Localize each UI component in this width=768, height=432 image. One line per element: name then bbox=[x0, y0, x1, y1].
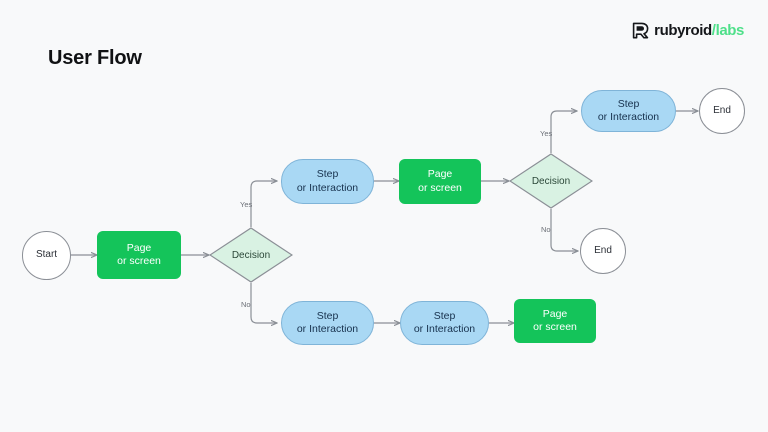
node-step-top-2[interactable]: Step or Interaction bbox=[581, 90, 676, 132]
node-page-1-line1: Page bbox=[126, 241, 152, 254]
node-step-top-1-line1: Step bbox=[316, 168, 339, 181]
node-step-bottom-1[interactable]: Step or Interaction bbox=[281, 301, 374, 345]
node-step-top-2-line2: or Interaction bbox=[597, 111, 660, 123]
node-page-2-line2: or screen bbox=[418, 181, 462, 194]
node-page-1-line2: or screen bbox=[117, 255, 161, 267]
node-decision-1-label: Decision bbox=[231, 249, 271, 261]
node-page-3[interactable]: Page or screen bbox=[514, 299, 596, 343]
node-end-1[interactable]: End bbox=[699, 88, 745, 134]
node-end-2[interactable]: End bbox=[580, 228, 626, 274]
rubyroid-mark-icon bbox=[632, 22, 649, 39]
logo-word-labs: labs bbox=[715, 21, 745, 39]
node-start[interactable]: Start bbox=[22, 231, 71, 280]
node-step-top-1-line2: or Interaction bbox=[296, 181, 359, 194]
node-step-bottom-2-line2: or Interaction bbox=[413, 323, 476, 335]
node-decision-1[interactable]: Decision bbox=[209, 227, 293, 283]
node-page-3-line2: or screen bbox=[533, 321, 577, 333]
edge-decision2-yes bbox=[550, 111, 577, 153]
node-step-top-2-line1: Step bbox=[617, 97, 640, 110]
node-page-2-line1: Page bbox=[427, 168, 453, 181]
node-end-1-label: End bbox=[713, 104, 731, 116]
edge-decision1-yes bbox=[250, 181, 277, 227]
node-page-1[interactable]: Page or screen bbox=[97, 231, 181, 279]
logo-word-slash: / bbox=[711, 21, 716, 39]
edge-label-decision2-no: No bbox=[541, 225, 551, 234]
node-step-bottom-1-line1: Step bbox=[316, 309, 339, 322]
logo-word-rubyroid: rubyroid bbox=[654, 21, 712, 39]
node-decision-2[interactable]: Decision bbox=[509, 153, 593, 209]
edge-label-decision1-no: No bbox=[241, 300, 251, 309]
node-start-label: Start bbox=[35, 249, 58, 261]
edge-decision1-no bbox=[250, 283, 277, 323]
node-step-bottom-1-line2: or Interaction bbox=[296, 323, 359, 335]
node-step-bottom-2[interactable]: Step or Interaction bbox=[400, 301, 489, 345]
logo-wordmark: rubyroid/labs bbox=[654, 22, 744, 39]
decision-1-diamond-shape bbox=[209, 227, 293, 283]
decision-2-diamond-shape bbox=[509, 153, 593, 209]
node-step-bottom-2-line1: Step bbox=[433, 309, 456, 322]
rubyroid-labs-logo: rubyroid/labs bbox=[632, 20, 744, 40]
node-page-3-line1: Page bbox=[542, 307, 568, 320]
edge-label-decision2-yes: Yes bbox=[540, 129, 553, 138]
page-title: User Flow bbox=[48, 47, 142, 69]
edge-decision2-no bbox=[550, 209, 578, 251]
node-page-2[interactable]: Page or screen bbox=[399, 159, 481, 204]
node-step-top-1[interactable]: Step or Interaction bbox=[281, 159, 374, 204]
edge-label-decision1-yes: Yes bbox=[240, 200, 253, 209]
node-end-2-label: End bbox=[594, 244, 612, 256]
node-decision-2-label: Decision bbox=[531, 175, 571, 187]
